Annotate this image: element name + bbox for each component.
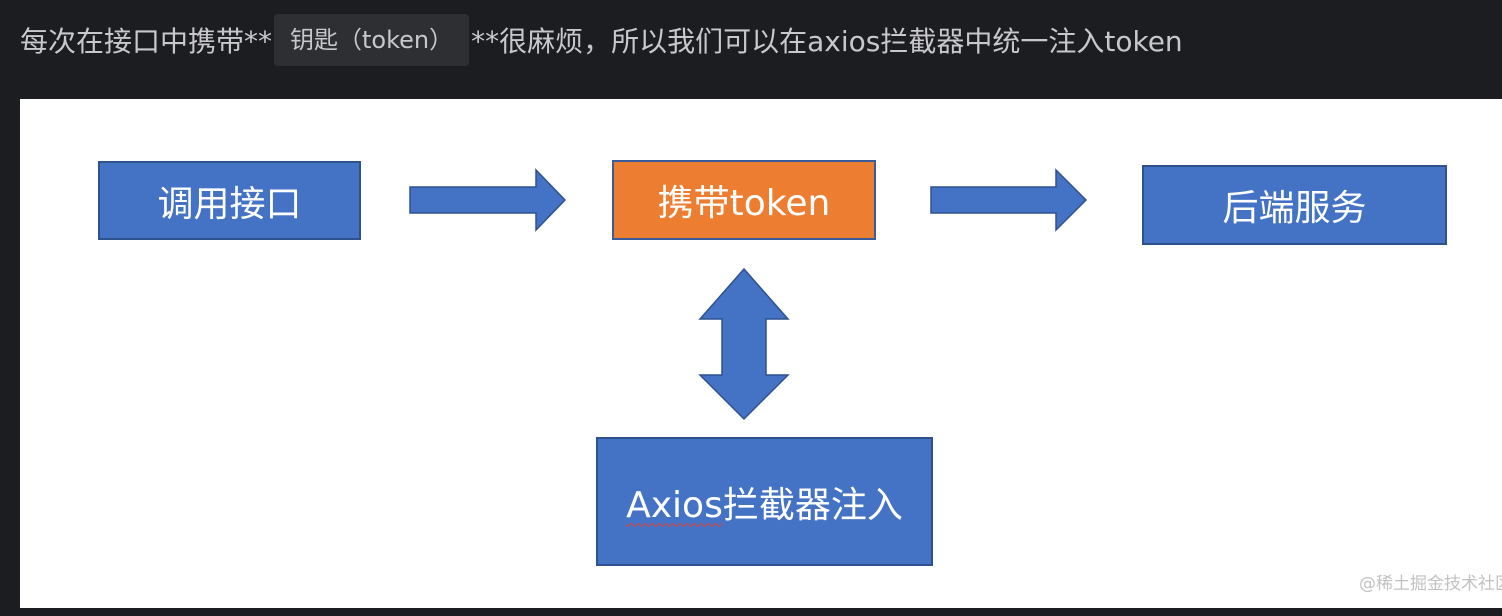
box-backend-label: 后端服务 <box>1222 188 1367 229</box>
arrow-right-2 <box>930 168 1088 232</box>
header-text-before: 每次在接口中携带** <box>20 25 273 58</box>
box-interceptor-label: Axios拦截器注入 <box>626 476 903 528</box>
box-call-api-label: 调用接口 <box>157 183 302 225</box>
flow-diagram: 调用接口 携带token 后端服务 Axios拦截器注入 @稀土掘金技术社区 <box>20 99 1502 608</box>
arrow-bidirectional-vertical <box>698 267 790 421</box>
box-call-api: 调用接口 <box>98 161 361 240</box>
interceptor-word-rest: 拦截器注入 <box>722 484 903 526</box>
box-carry-token: 携带token <box>612 160 876 240</box>
box-axios-interceptor: Axios拦截器注入 <box>596 437 933 566</box>
watermark: @稀土掘金技术社区 <box>1359 574 1502 594</box>
interceptor-word-axios: Axios <box>626 484 723 526</box>
box-backend-service: 后端服务 <box>1142 165 1447 245</box>
header-line: 每次在接口中携带** 钥匙（token） **很麻烦，所以我们可以在axios拦… <box>20 14 1183 66</box>
header-text-after: **很麻烦，所以我们可以在axios拦截器中统一注入token <box>471 25 1183 58</box>
arrow-right-1 <box>409 168 567 232</box>
diagram-arrows <box>409 168 1088 421</box>
box-carry-token-label: 携带token <box>657 183 831 224</box>
inline-code-token: 钥匙（token） <box>274 14 470 66</box>
